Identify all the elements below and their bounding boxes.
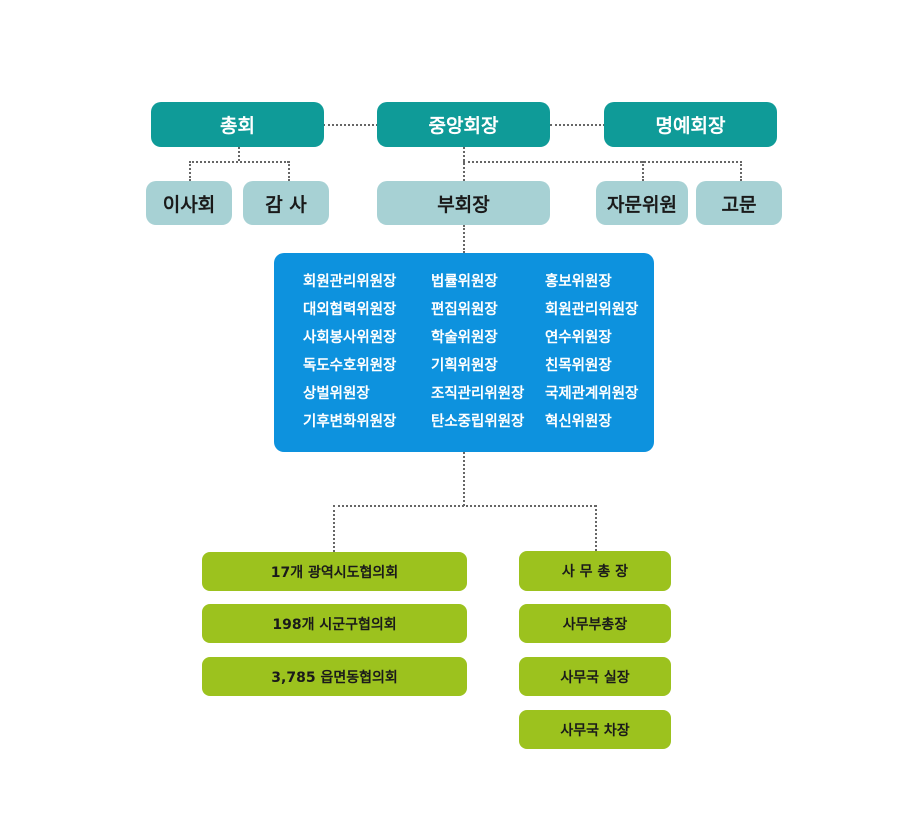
connector-vice-committees [463, 225, 465, 253]
connector-secretariat [595, 505, 597, 551]
committee-item: 친목위원장 [545, 358, 612, 374]
committee-item: 기획위원장 [431, 358, 498, 374]
committee-item: 탄소중립위원장 [431, 414, 525, 430]
committee-item: 대외협력위원장 [303, 302, 397, 318]
council-box: 198개 시군구협의회 [202, 604, 467, 643]
connector-assembly-president [323, 124, 378, 126]
honorary-president-box: 명예회장 [604, 102, 777, 147]
committee-item: 조직관리위원장 [431, 386, 525, 402]
committee-item: 홍보위원장 [545, 274, 612, 290]
vice-president-box: 부회장 [377, 181, 550, 225]
committee-item: 연수위원장 [545, 330, 612, 346]
connector-advisor [740, 161, 742, 181]
connector-president-honorary [550, 124, 605, 126]
committee-item: 편집위원장 [431, 302, 498, 318]
committee-item: 국제관계위원장 [545, 386, 639, 402]
secretariat-box: 사무부총장 [519, 604, 671, 643]
connector-president-down [463, 147, 465, 181]
secretariat-box: 사 무 총 장 [519, 551, 671, 591]
committee-item: 기후변화위원장 [303, 414, 397, 430]
board-box: 이사회 [146, 181, 232, 225]
committee-item: 법률위원장 [431, 274, 498, 290]
connector-advisory [642, 161, 644, 181]
general-assembly-box: 총회 [151, 102, 324, 147]
committee-item: 사회봉사위원장 [303, 330, 397, 346]
council-box: 3,785 읍면동협의회 [202, 657, 467, 696]
audit-box: 감 사 [243, 181, 329, 225]
committee-item: 독도수호위원장 [303, 358, 397, 374]
advisor-box: 고문 [696, 181, 782, 225]
committee-item: 회원관리위원장 [545, 302, 639, 318]
committee-item: 혁신위원장 [545, 414, 612, 430]
connector-committees-down [463, 452, 465, 506]
committee-item: 학술위원장 [431, 330, 498, 346]
advisory-member-box: 자문위원 [596, 181, 688, 225]
connector-board [189, 161, 191, 181]
secretariat-box: 사무국 차장 [519, 710, 671, 749]
committees-box [274, 253, 654, 452]
committee-item: 상벌위원장 [303, 386, 370, 402]
connector-assembly-down [238, 147, 240, 161]
connector-president-branch [463, 161, 742, 163]
connector-audit [288, 161, 290, 181]
secretariat-box: 사무국 실장 [519, 657, 671, 696]
council-box: 17개 광역시도협의회 [202, 552, 467, 591]
connector-lower-branch [333, 505, 596, 507]
connector-councils [333, 505, 335, 552]
committee-item: 회원관리위원장 [303, 274, 397, 290]
president-box: 중앙회장 [377, 102, 550, 147]
connector-assembly-branch [189, 161, 289, 163]
